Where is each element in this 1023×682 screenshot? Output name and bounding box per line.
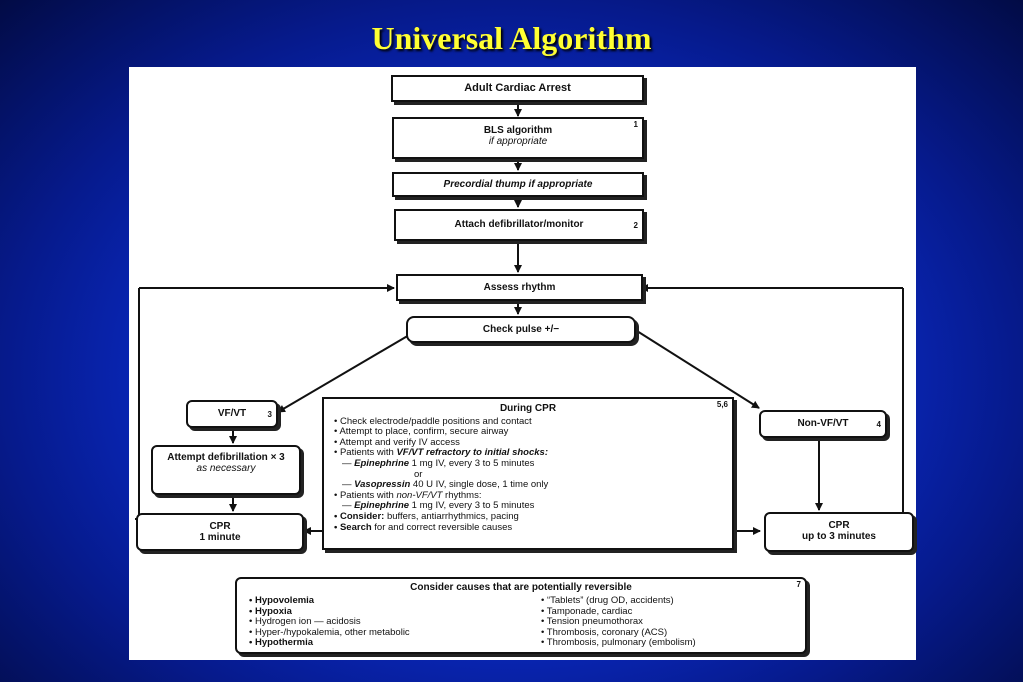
reversible-causes-title: Consider causes that are potentially rev…: [410, 582, 632, 593]
adult-cardiac-arrest-box: Adult Cardiac Arrest: [391, 75, 644, 102]
during-cpr-text: 1 mg IV, every 3 to 5 minutes: [409, 457, 535, 469]
cause-item: • Hypothermia: [249, 637, 314, 649]
cause-item: • Hypovolemia: [249, 595, 315, 607]
during-cpr-text: for and correct reversible causes: [371, 521, 513, 533]
cause-item: • Tension pneumothorax: [541, 616, 643, 628]
attempt-defibrillation-box: Attempt defibrillation × 3 as necessary: [151, 445, 301, 495]
cause-item: • Hydrogen ion — acidosis: [249, 616, 361, 628]
cause-item: • Hypoxia: [249, 605, 292, 617]
during-cpr-text: • Patients with: [334, 489, 397, 501]
during-cpr-text: —: [342, 457, 355, 469]
during-cpr-title: During CPR: [499, 403, 557, 414]
cpr-three-minutes-label: CPR: [828, 520, 850, 531]
during-cpr-text: rhythms:: [442, 489, 482, 501]
reversible-causes-box: Consider causes that are potentially rev…: [235, 577, 807, 654]
attach-defibrillator-box: Attach defibrillator/monitor 2: [394, 209, 644, 241]
during-cpr-note-number: 5,6: [716, 400, 728, 409]
cpr-one-minute-box: CPR 1 minute: [136, 513, 304, 551]
during-cpr-line: • Patients with non-VF/VT rhythms:: [334, 489, 722, 502]
defib-note-number: 2: [633, 221, 638, 230]
bls-note-number: 1: [633, 120, 638, 129]
adult-cardiac-arrest-label: Adult Cardiac Arrest: [464, 82, 571, 94]
cpr-three-minutes-sub: up to 3 minutes: [802, 531, 876, 542]
during-cpr-text: 40 U IV, single dose, 1 time only: [410, 479, 549, 491]
vfvt-label: VF/VT: [217, 408, 247, 419]
during-cpr-text: buffers, antiarrhythmics, pacing: [384, 510, 519, 522]
during-cpr-emphasis: • Search: [334, 521, 372, 533]
during-cpr-text: • Patients with: [334, 447, 397, 459]
during-cpr-emphasis: Epinephrine: [354, 457, 410, 469]
during-cpr-text: —: [342, 500, 355, 512]
flowchart-diagram: Adult Cardiac Arrest BLS algorithm if ap…: [129, 67, 916, 660]
attach-defibrillator-label: Attach defibrillator/monitor: [454, 219, 584, 230]
during-cpr-line: — Epinephrine 1 mg IV, every 3 to 5 minu…: [334, 457, 722, 470]
during-cpr-emphasis: non-VF/VT: [396, 489, 443, 501]
vfvt-box: VF/VT 3: [186, 400, 278, 428]
bls-algorithm-sub: if appropriate: [488, 136, 548, 147]
reversible-causes-note-number: 7: [796, 580, 801, 589]
during-cpr-emphasis: Vasopressin: [354, 479, 411, 491]
during-cpr-line: • Patients with VF/VT refractory to init…: [334, 448, 722, 459]
connector-lines: [135, 101, 904, 535]
vfvt-note-number: 3: [267, 410, 272, 419]
during-cpr-text: 1 mg IV, every 3 to 5 minutes: [409, 500, 535, 512]
bls-algorithm-box: BLS algorithm if appropriate 1: [392, 117, 644, 159]
assess-rhythm-box: Assess rhythm: [396, 274, 643, 301]
check-pulse-label: Check pulse +/−: [482, 324, 560, 335]
during-cpr-line: or: [414, 468, 423, 480]
cpr-one-minute-sub: 1 minute: [199, 532, 241, 543]
non-vfvt-label: Non-VF/VT: [797, 418, 849, 429]
during-cpr-emphasis: • Consider:: [334, 510, 385, 522]
cause-item: • Thrombosis, coronary (ACS): [541, 626, 668, 638]
arrow-pulse-to-vfvt: [277, 330, 417, 413]
during-cpr-line: • Attempt and verify IV access: [334, 436, 460, 448]
cause-item: • Thrombosis, pulmonary (embolism): [541, 637, 696, 649]
during-cpr-line: — Epinephrine 1 mg IV, every 3 to 5 minu…: [334, 501, 722, 512]
during-cpr-text: —: [342, 479, 355, 491]
non-vfvt-note-number: 4: [876, 420, 881, 429]
slide-title: Universal Algorithm: [371, 20, 652, 56]
arrow-pulse-to-nonvf: [636, 330, 760, 409]
check-pulse-box: Check pulse +/−: [406, 316, 636, 343]
cpr-one-minute-label: CPR: [209, 521, 231, 532]
assess-rhythm-label: Assess rhythm: [483, 282, 556, 293]
during-cpr-emphasis: Epinephrine: [354, 500, 410, 512]
cause-item: • Tamponade, cardiac: [541, 605, 633, 617]
cause-item: • Hyper-/hypokalemia, other metabolic: [249, 626, 410, 638]
non-vfvt-box: Non-VF/VT 4: [759, 410, 887, 438]
attempt-defibrillation-sub: as necessary: [196, 463, 256, 474]
during-cpr-line: • Consider: buffers, antiarrhythmics, pa…: [334, 510, 722, 523]
during-cpr-line: — Vasopressin 40 U IV, single dose, 1 ti…: [334, 479, 722, 491]
bls-algorithm-label: BLS algorithm: [483, 125, 553, 136]
during-cpr-emphasis: VF/VT refractory to initial shocks:: [396, 447, 548, 459]
during-cpr-line: • Search for and correct reversible caus…: [334, 521, 722, 534]
cause-item: • “Tablets” (drug OD, accidents): [541, 595, 674, 607]
during-cpr-box: During CPR 5,6 • Check electrode/paddle …: [322, 397, 734, 550]
during-cpr-line: • Attempt to place, confirm, secure airw…: [334, 426, 509, 438]
causes-list-right: • “Tablets” (drug OD, accidents) • Tampo…: [541, 595, 696, 649]
attempt-defibrillation-label: Attempt defibrillation × 3: [167, 452, 285, 463]
cpr-three-minutes-box: CPR up to 3 minutes: [764, 512, 914, 552]
during-cpr-line: • Check electrode/paddle positions and c…: [334, 415, 532, 427]
precordial-thump-label: Precordial thump if appropriate: [443, 179, 593, 190]
precordial-thump-box: Precordial thump if appropriate: [392, 172, 644, 197]
causes-list-left: • Hypovolemia • Hypoxia • Hydrogen ion —…: [249, 595, 541, 649]
